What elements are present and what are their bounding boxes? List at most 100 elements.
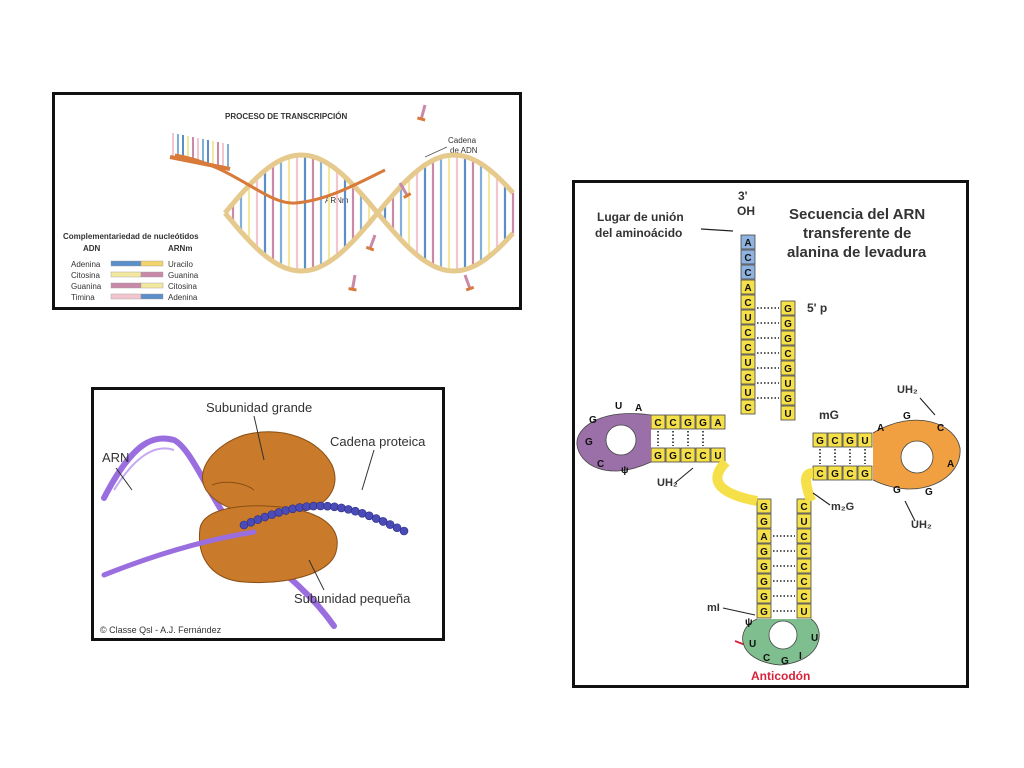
nucleotide-letter: G [760, 607, 768, 618]
nucleotide-box [796, 573, 812, 589]
nucleotide-letter: G [760, 577, 768, 588]
anticodon-stem-right-base: C [796, 528, 812, 544]
anticodon-stem-left-base: G [756, 603, 772, 619]
ribosome-diagram: Subunidad grande Cadena proteica ARN Sub… [100, 400, 426, 635]
acceptor-5prime-base: U [780, 405, 796, 421]
nucleotide-box [780, 330, 796, 346]
anticodon-loop-base: I [799, 651, 802, 662]
protein-chain-pointer [361, 449, 375, 491]
amino-acid-bead [392, 523, 402, 533]
dna-label-line1: Cadena [448, 136, 477, 145]
nucleotide-letter: C [800, 577, 807, 588]
nucleotide-box [740, 384, 756, 400]
acceptor-3prime-base: C [740, 264, 756, 280]
legend-mrna-base: Citosina [168, 282, 197, 291]
d-loop-base: ψ [621, 465, 629, 476]
free-nucleotide [416, 104, 427, 122]
oh-label: OH [737, 204, 755, 218]
acceptor-5prime-base: U [780, 375, 796, 391]
anticodon-stem-right-base: C [796, 573, 812, 589]
nucleotide-box [796, 603, 812, 619]
nucleotide-box [796, 498, 812, 514]
nucleotide-letter: G [760, 562, 768, 573]
anticodon-loop-base: G [781, 656, 789, 667]
nucleotide-letter: C [744, 298, 751, 309]
nucleotide-letter: G [669, 451, 677, 462]
nucleotide-letter: G [784, 394, 792, 405]
t-stem-bottom-base: G [827, 465, 843, 481]
nucleotide-letter: U [784, 379, 791, 390]
nucleotide-letter: U [714, 451, 721, 462]
nucleotide-base [351, 274, 357, 290]
d-loop-base: U [615, 401, 622, 412]
nucleotide-box [780, 300, 796, 316]
transcription-panel: PROCESO DE TRANSCRIPCIÓN Cadena de ADN A… [52, 92, 522, 310]
nucleotide-letter: U [800, 607, 807, 618]
nucleotide-box [796, 528, 812, 544]
nucleotide-box [740, 294, 756, 310]
nucleotide-box [796, 588, 812, 604]
d-loop-base: A [635, 403, 642, 414]
nucleotide-box [780, 315, 796, 331]
nucleotide-box [740, 339, 756, 355]
anticodon-stem-right-base: C [796, 498, 812, 514]
connector-anticodon-t [801, 468, 816, 503]
unwound-strand [169, 133, 231, 171]
rna-ribbon-lower [101, 529, 257, 578]
nucleotide-letter: G [760, 502, 768, 513]
nucleotide-box [756, 573, 772, 589]
t-stem-top-base: G [842, 432, 858, 448]
nucleotide-letter: G [684, 418, 692, 429]
small-subunit-pointer [308, 559, 325, 591]
nucleotide-box [780, 390, 796, 406]
anticodon-stem-right-base: C [796, 543, 812, 559]
amino-acid-bead [399, 526, 409, 536]
nucleotide-box [857, 465, 873, 481]
nucleotide-sugar [365, 245, 375, 252]
large-subunit-label: Subunidad grande [206, 400, 312, 415]
nucleotide-box [740, 354, 756, 370]
strand-backbone [169, 155, 231, 171]
nucleotide-box [780, 345, 796, 361]
nucleotide-box [827, 432, 843, 448]
t-stem-bottom-base: G [857, 465, 873, 481]
t-loop-base: G [893, 485, 901, 496]
free-nucleotide [398, 182, 412, 199]
anticodon-stem-left-base: G [756, 588, 772, 604]
nucleotide-letter: C [744, 343, 751, 354]
nucleotide-sugar [465, 285, 475, 292]
protein-chain [239, 501, 409, 536]
nucleotide-letter: C [800, 547, 807, 558]
legend-mrna-base: Guanina [168, 271, 199, 280]
label-pointer [722, 607, 756, 616]
legend-mrna-swatch [140, 293, 164, 300]
nucleotide-letter: C [744, 403, 751, 414]
acceptor-5prime-base: G [780, 330, 796, 346]
t-loop-base: A [877, 423, 884, 434]
nucleotide-letter: C [699, 451, 706, 462]
mi-label: mI [707, 602, 720, 614]
d-loop-base: G [585, 437, 593, 448]
rna-pointer [115, 467, 133, 491]
d-stem-top-base: G [695, 414, 711, 430]
nucleotide-letter: A [714, 418, 721, 429]
amino-acid-bead [385, 520, 395, 529]
connector-d-anticodon [712, 458, 758, 506]
anticodon-stem-left-base: G [756, 513, 772, 529]
nucleotide-letter: C [846, 469, 853, 480]
nucleotide-box [740, 399, 756, 415]
nucleotide-box [857, 432, 873, 448]
nucleotide-box [680, 414, 696, 430]
anticodon-loop-base: U [811, 633, 818, 644]
nucleotide-letter: G [760, 592, 768, 603]
nucleotide-letter: U [861, 436, 868, 447]
nucleotide-box [780, 360, 796, 376]
label-pointer [904, 500, 916, 522]
nucleotide-box [710, 447, 726, 463]
anticodon-stem-left-base: G [756, 498, 772, 514]
binding-site-line1: Lugar de unión [597, 210, 684, 224]
dna-label-line2: de ADN [450, 146, 478, 155]
nucleotide-letter: C [669, 418, 676, 429]
nucleotide-letter: C [831, 436, 838, 447]
